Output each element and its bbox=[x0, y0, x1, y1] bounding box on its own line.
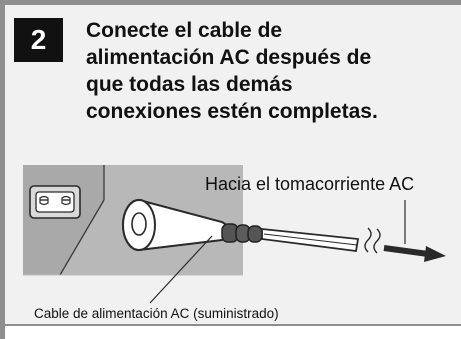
step-heading: Conecte el cable de alimentación AC desp… bbox=[86, 17, 456, 125]
ac-inlet-icon bbox=[29, 185, 81, 219]
frame-bottom-border bbox=[5, 324, 461, 326]
heading-line-4: conexiones estén completas. bbox=[86, 100, 378, 123]
heading-line-2: alimentación AC después de bbox=[86, 46, 372, 69]
step-number-badge: 2 bbox=[14, 18, 63, 62]
frame-bottom-area bbox=[5, 324, 461, 339]
frame-left-border bbox=[0, 5, 5, 339]
heading-line-1: Conecte el cable de bbox=[86, 19, 283, 42]
power-plug-icon bbox=[122, 198, 263, 252]
cable-label: Cable de alimentación AC (suministrado) bbox=[34, 306, 279, 321]
frame-top-border bbox=[0, 0, 461, 5]
direction-arrow-icon bbox=[383, 245, 446, 262]
heading-line-3: que todas las demás bbox=[86, 73, 293, 96]
outlet-label: Hacia el tomacorriente AC bbox=[205, 174, 415, 194]
power-cord-line bbox=[261, 227, 381, 254]
cable-leader-line bbox=[149, 235, 213, 304]
